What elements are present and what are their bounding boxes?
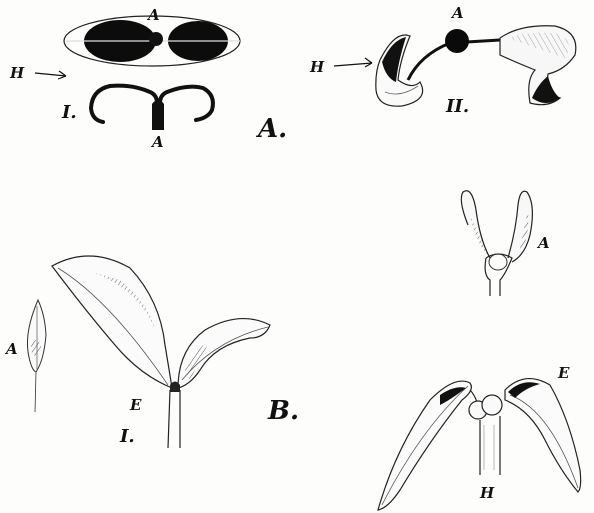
label-b2-embryo: E [558, 366, 569, 381]
fig-a1-embryo-profile [91, 86, 213, 130]
label-panel-b: B. [268, 398, 299, 424]
fig-b2-young-sprout [461, 191, 532, 296]
label-fig-a1: I. [62, 104, 77, 122]
label-fig-b1: I. [120, 428, 135, 446]
label-a1-anther-bottom: A [152, 135, 164, 150]
label-fig-a2: II. [446, 98, 469, 116]
fig-a2-arrow [334, 58, 372, 67]
fig-a2-germinating-seed [376, 26, 576, 106]
label-b2-hinge: H [480, 486, 494, 501]
label-b1-embryo: E [130, 398, 141, 413]
fig-b1-detached-leaf [27, 300, 46, 412]
label-a2-hinge: H [310, 60, 324, 75]
label-b1-anther: A [6, 342, 18, 357]
label-a2-anther: A [452, 6, 464, 21]
label-a1-anther-top: A [148, 8, 160, 23]
label-panel-a: A. [258, 116, 287, 142]
label-a1-hinge: H [10, 66, 24, 81]
label-b2-anther: A [538, 236, 550, 251]
fig-b1-seedling [52, 256, 270, 448]
